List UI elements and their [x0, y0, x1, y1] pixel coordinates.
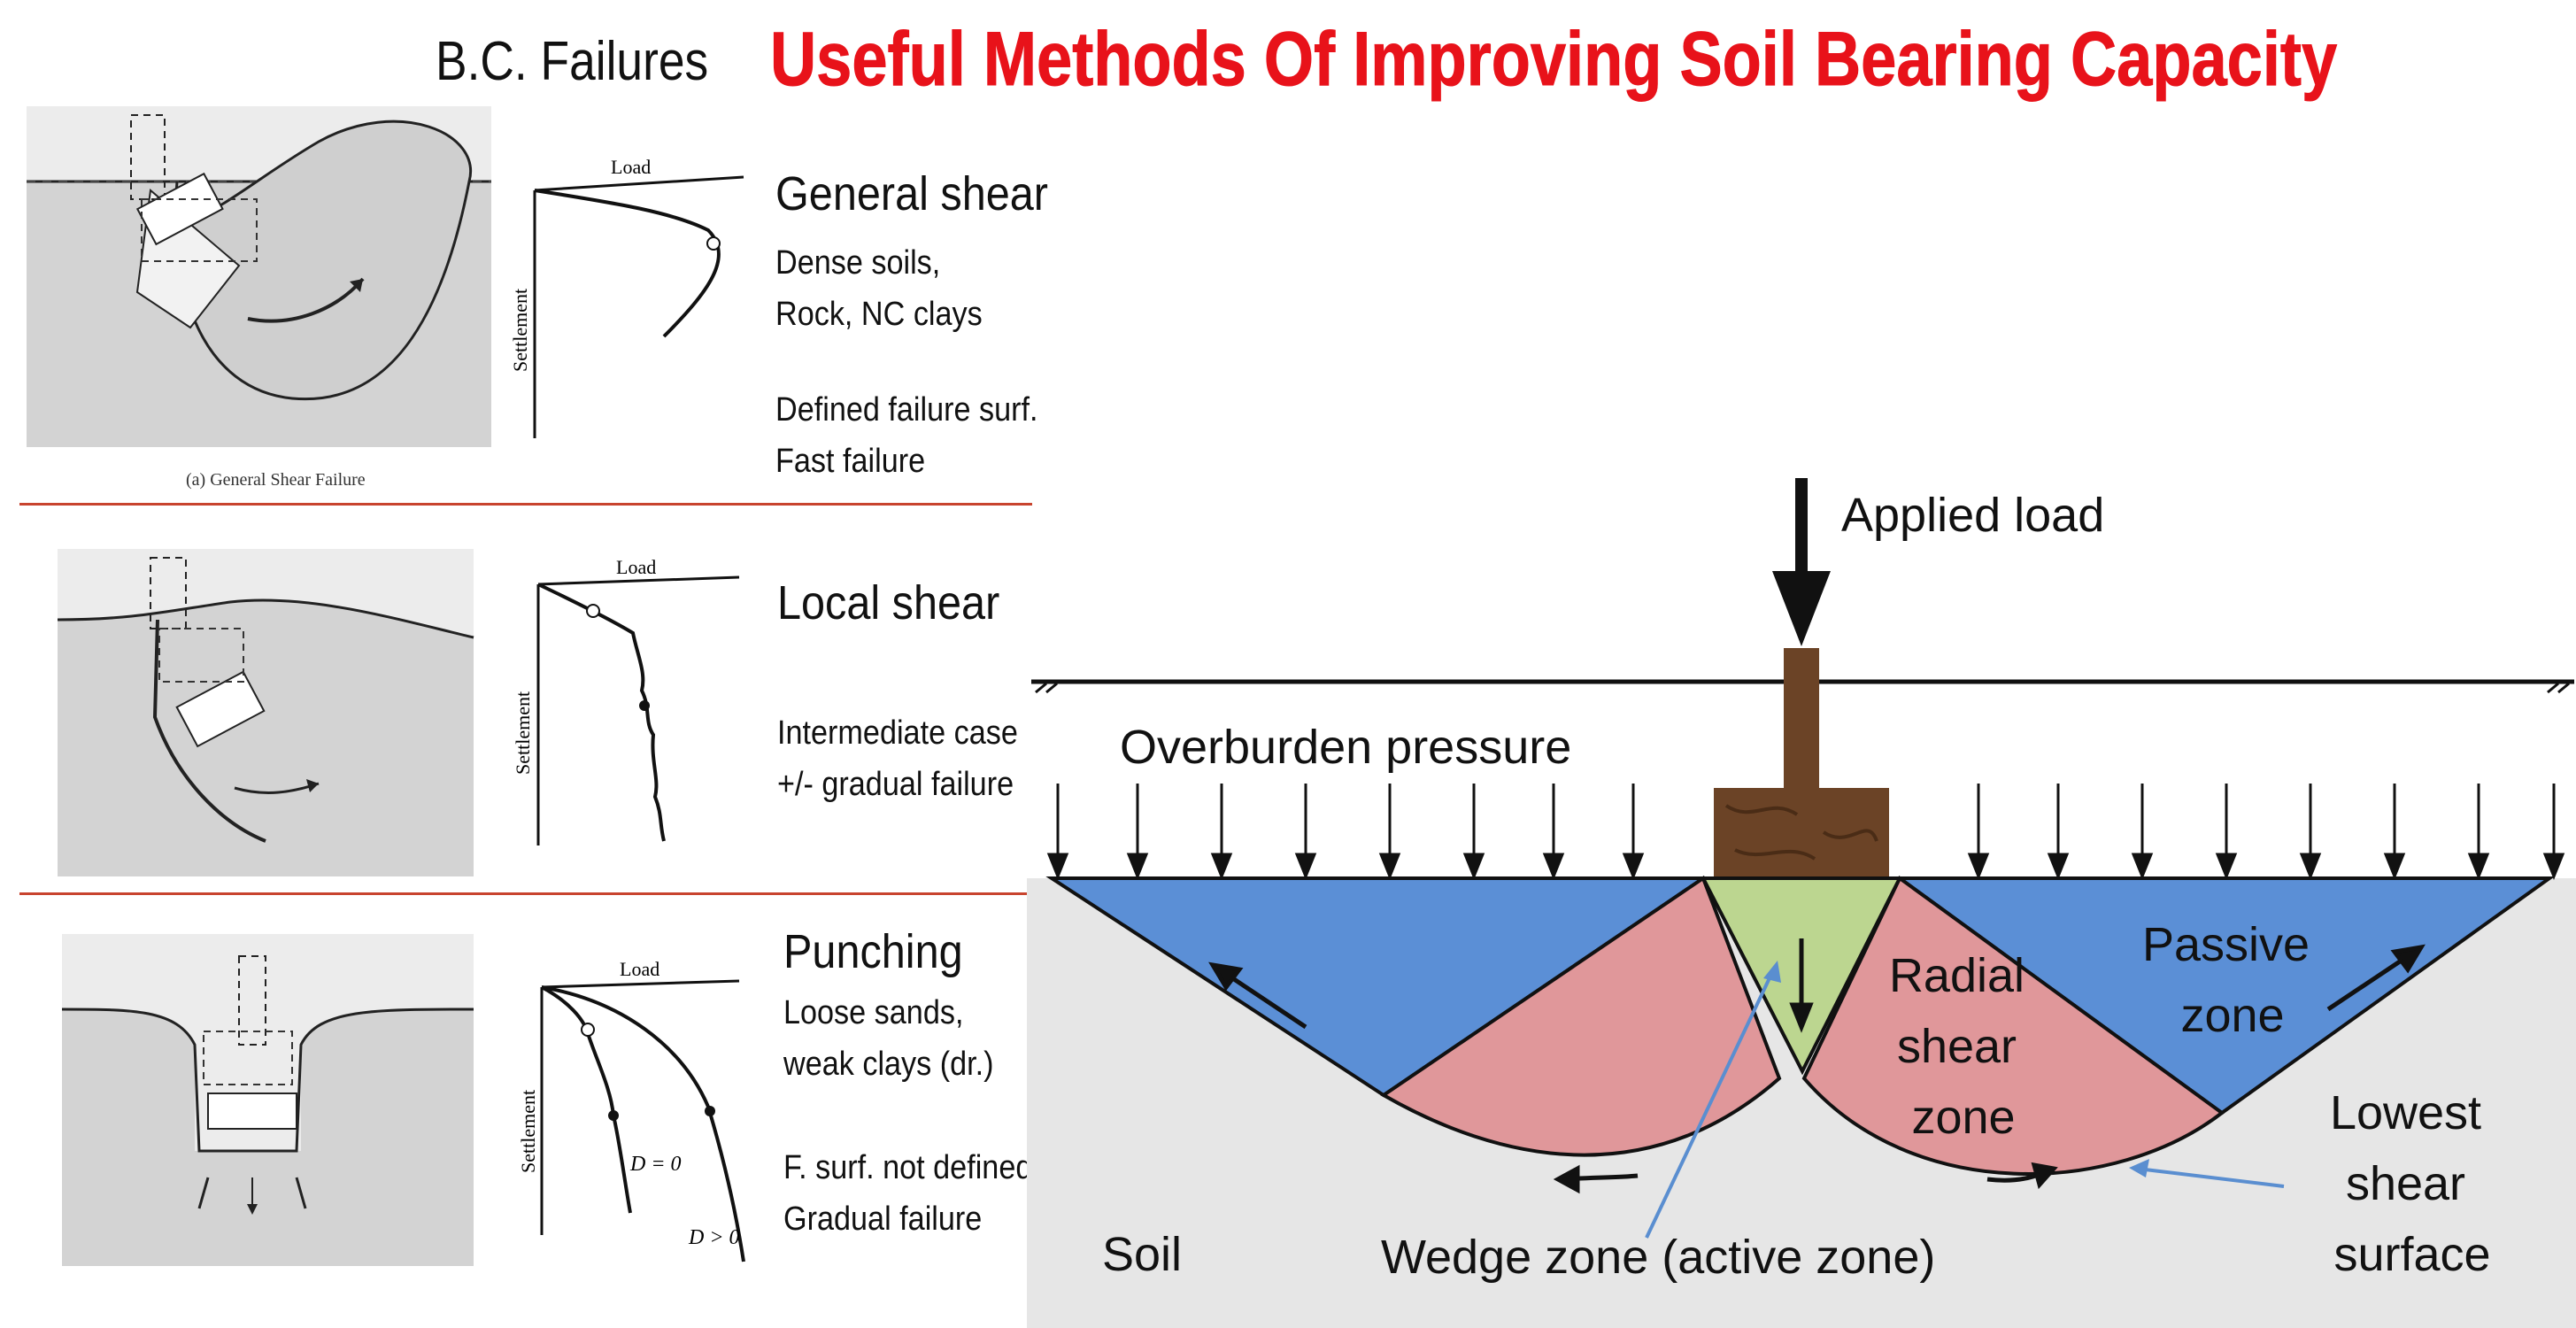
bc-failures-heading: B.C. Failures	[436, 31, 709, 92]
punching-sketch	[61, 934, 474, 1266]
local-shear-heading: Local shear	[777, 576, 1000, 629]
passive-zone-label: Passive zone	[2142, 918, 2323, 1042]
applied-load-label: Applied load	[1841, 489, 2104, 542]
panel-divider	[19, 892, 1032, 895]
radial-shear-zone-label: Radial shear zone	[1889, 949, 2038, 1144]
overburden-arrows	[1046, 784, 2565, 881]
curve-label-d-zero: D = 0	[629, 1153, 682, 1176]
local-shear-load-settlement-chart: Load Settlement	[512, 556, 740, 845]
general-shear-sketch: (a) General Shear Failure	[27, 106, 491, 490]
punching-load-settlement-chart: Load Settlement D = 0 D > 0	[517, 958, 745, 1262]
axis-load-label: Load	[616, 556, 656, 578]
local-shear-sketch	[57, 549, 474, 876]
general-shear-behaviour: Defined failure surf.Fast failure	[775, 391, 1038, 480]
panel-divider	[19, 503, 1032, 506]
axis-load-label: Load	[611, 156, 651, 178]
wedge-zone-label: Wedge zone (active zone)	[1381, 1231, 1935, 1284]
lowest-surface-pointer-line	[2137, 1167, 2285, 1188]
overburden-pressure-label: Overburden pressure	[1120, 721, 1571, 774]
curve-label-d-positive: D > 0	[688, 1226, 740, 1249]
general-shear-caption: (a) General Shear Failure	[186, 470, 366, 490]
local-shear-behaviour: Intermediate case+/- gradual failure	[777, 714, 1018, 803]
radial-shear-zone-left	[1380, 875, 1782, 1157]
general-shear-soils: Dense soils,Rock, NC clays	[775, 244, 983, 333]
axis-settlement-label: Settlement	[517, 1090, 539, 1173]
radial-shear-zone-right	[1801, 875, 2225, 1176]
axis-settlement-label: Settlement	[512, 691, 534, 775]
general-shear-load-settlement-chart: Load Settlement	[509, 156, 744, 438]
failure-modes-illustrations: (a) General Shear Failure Load Settlemen…	[27, 106, 745, 1266]
wedge-pointer-line	[1645, 966, 1777, 1239]
footing-column	[1784, 648, 1819, 790]
main-title: Useful Methods Of Improving Soil Bearing…	[770, 17, 2338, 103]
lowest-shear-surface-label: Lowest shear surface	[2330, 1086, 2495, 1281]
punching-soils: Loose sands,weak clays (dr.)	[783, 994, 994, 1083]
bearing-capacity-zones-diagram: Applied load Overburden pressure Radial …	[1027, 478, 2576, 1328]
punching-heading: Punching	[783, 925, 963, 978]
soil-label: Soil	[1102, 1228, 1182, 1281]
general-shear-heading: General shear	[775, 167, 1048, 220]
axis-load-label: Load	[620, 958, 659, 980]
axis-settlement-label: Settlement	[509, 289, 531, 372]
